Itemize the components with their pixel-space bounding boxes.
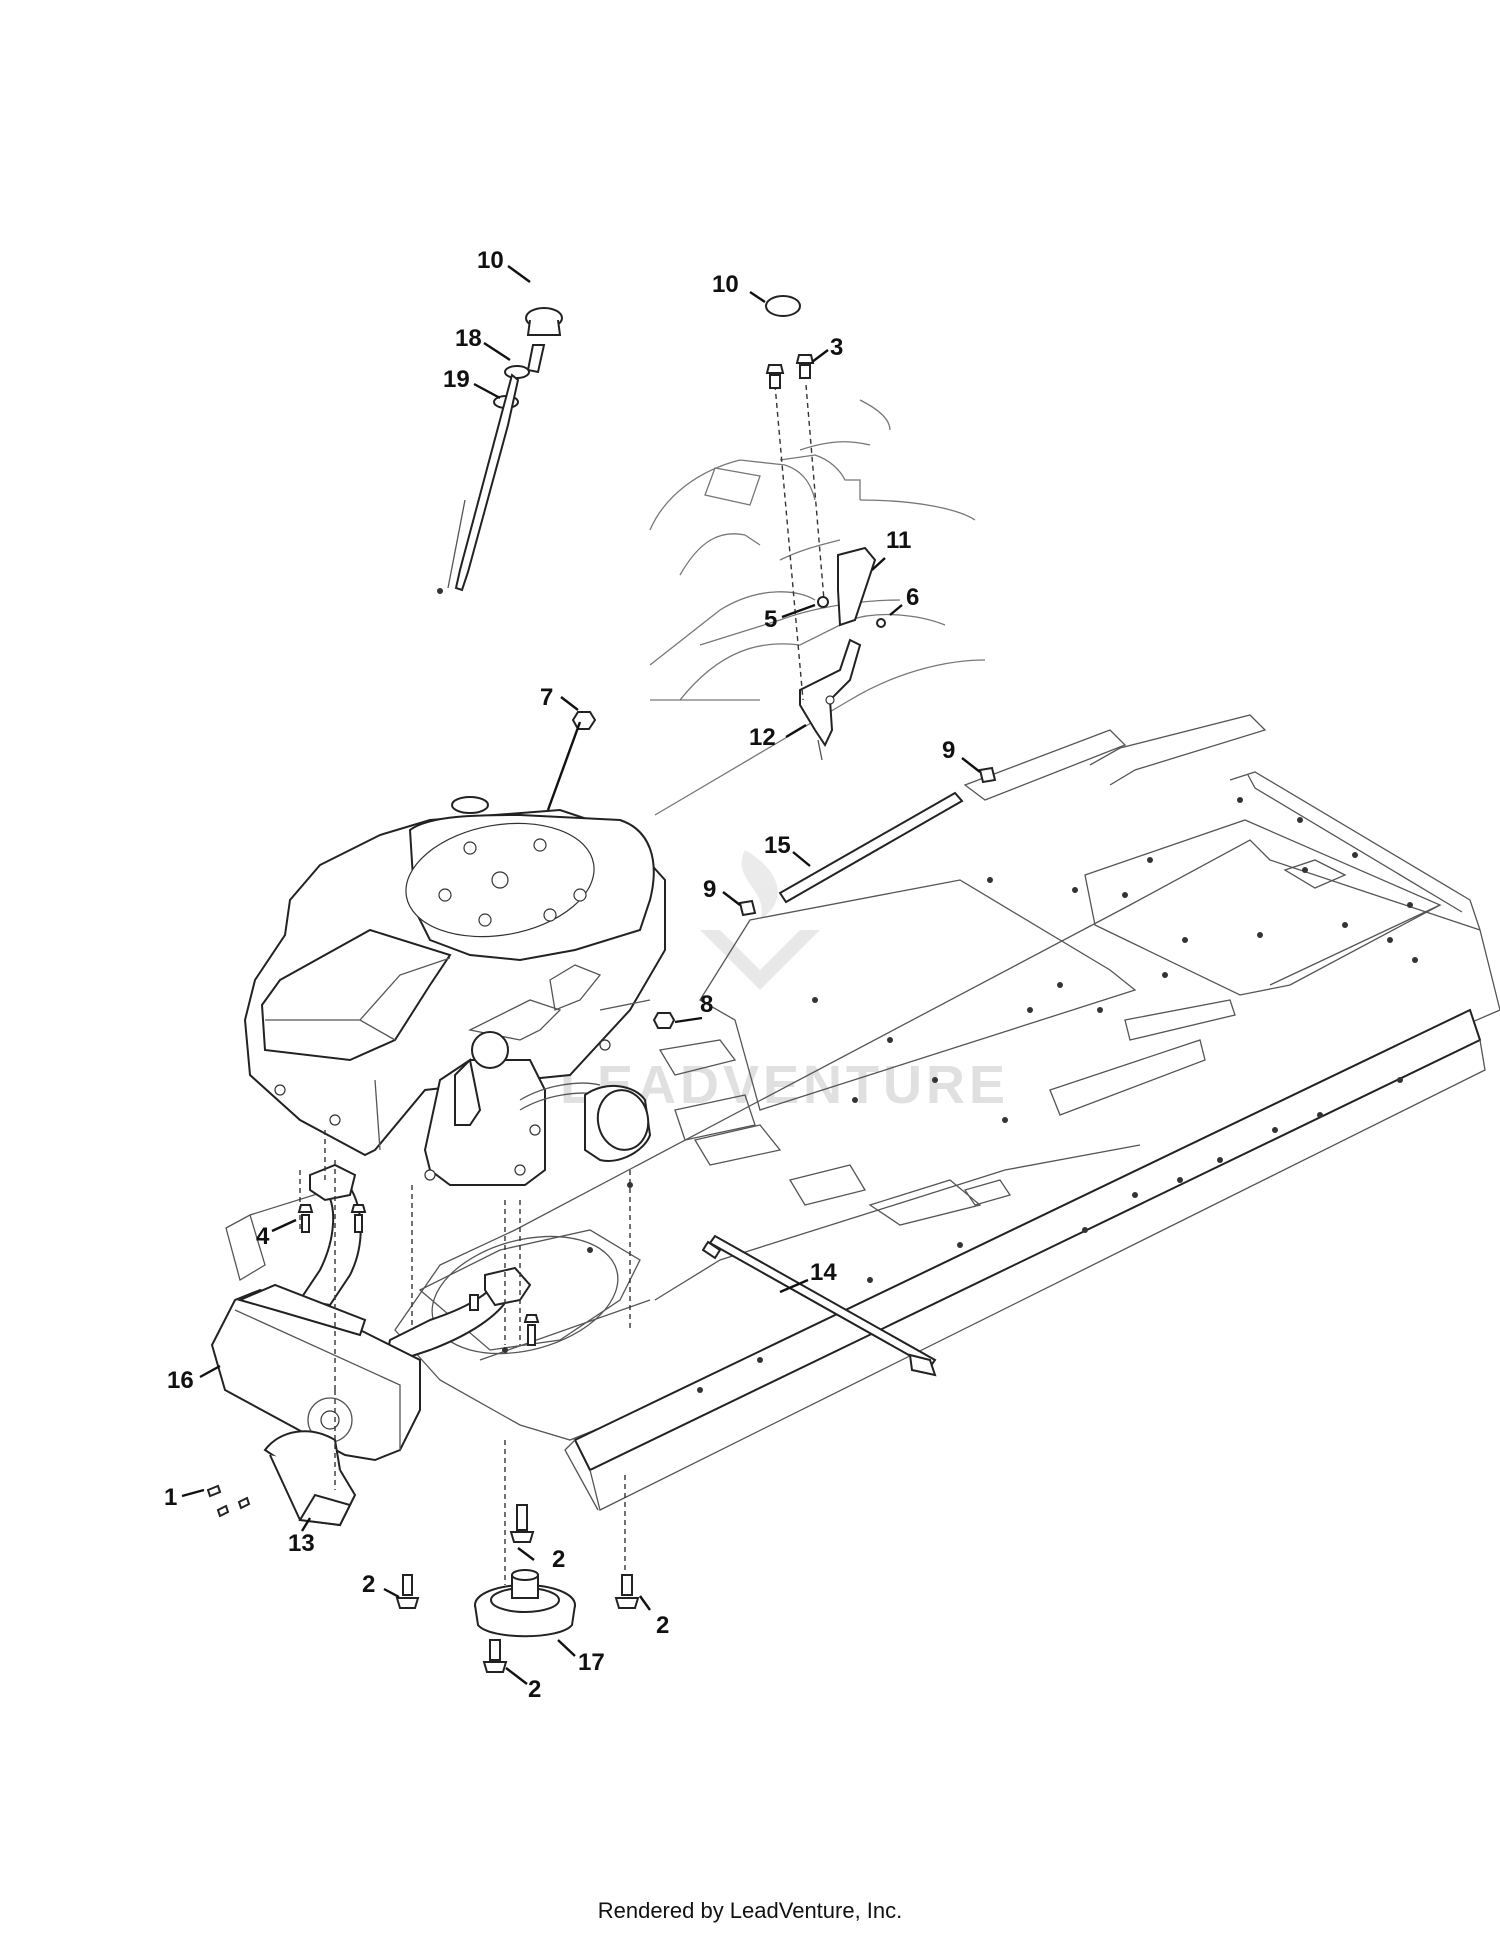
- callout-11: 11: [886, 527, 911, 554]
- callout-13: 13: [288, 1530, 315, 1557]
- callout-8: 8: [700, 991, 713, 1018]
- callout-18: 18: [455, 325, 482, 352]
- guide-lines: [299, 384, 825, 1585]
- callout-3: 3: [830, 334, 843, 361]
- callout-2-bottom: 2: [528, 1676, 541, 1703]
- drive-shaft: [701, 1234, 937, 1377]
- callout-6: 6: [906, 584, 919, 611]
- footer-credit: Rendered by LeadVenture, Inc.: [597, 1898, 903, 1923]
- dipstick: [437, 307, 563, 594]
- callout-19: 19: [443, 366, 470, 393]
- callout-labels: 10 10 3 18 19 11 5 6 12 7 9 15 9 8 4 14 …: [164, 247, 955, 1703]
- callout-9-upper: 9: [942, 737, 955, 764]
- callout-10-console-cap: 10: [712, 271, 739, 298]
- fasteners: [206, 295, 997, 1673]
- exhaust-deflector: [263, 1430, 357, 1527]
- engine: [243, 796, 666, 1186]
- dash-console: [649, 399, 986, 816]
- callout-2-pulley-upper: 2: [552, 1546, 565, 1573]
- callout-5: 5: [764, 606, 777, 633]
- pulley: [474, 1569, 576, 1638]
- chassis-frame: [225, 714, 1500, 1511]
- leader-lines: [181, 265, 981, 1685]
- callout-12: 12: [749, 724, 776, 751]
- callout-1: 1: [164, 1484, 177, 1511]
- callout-4: 4: [256, 1223, 270, 1250]
- callout-15: 15: [764, 832, 791, 859]
- callout-14: 14: [810, 1259, 837, 1286]
- callout-17: 17: [578, 1649, 605, 1676]
- muffler: [210, 1283, 421, 1462]
- callout-2-left: 2: [362, 1571, 375, 1598]
- callout-10-dipstick-cap: 10: [477, 247, 504, 274]
- callout-9-lower: 9: [703, 876, 716, 903]
- fuel-tube: [778, 791, 964, 904]
- callout-2-right: 2: [656, 1612, 669, 1639]
- callout-16: 16: [167, 1367, 194, 1394]
- throttle-control: [799, 546, 877, 761]
- callout-7: 7: [540, 684, 553, 711]
